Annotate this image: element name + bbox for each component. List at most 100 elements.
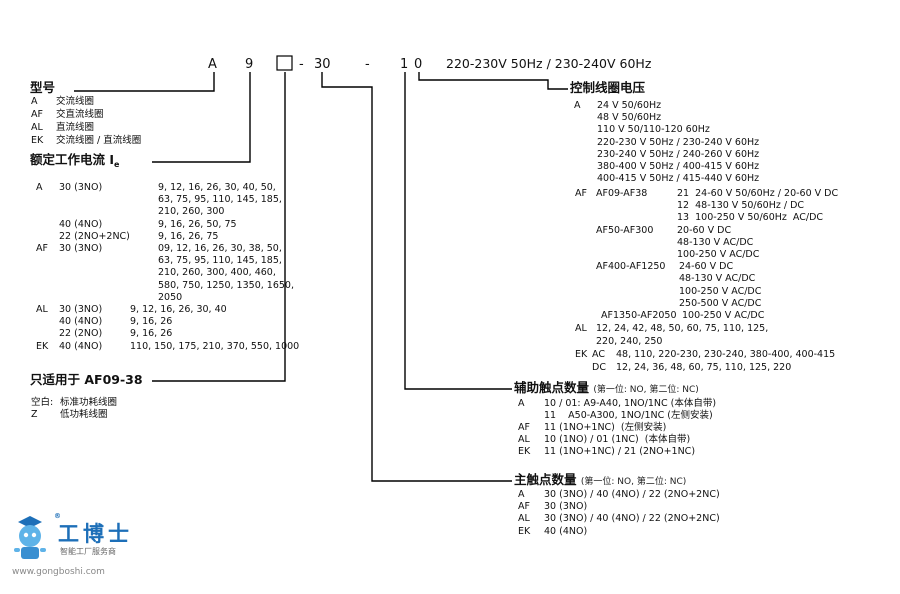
aux-value: 10 / 01: A9-A40, 1NO/1NC (本体自带) [544,398,717,409]
coil-voltage: 48 V 50/60Hz [597,112,662,124]
coil-title: 控制线圈电压 [570,80,646,95]
coil-af-item: 250-500 V AC/DC [679,297,762,309]
model-desc: 交直流线圈 [56,109,104,120]
connector-af0938 [152,72,286,382]
rated-values: 63, 75, 95, 110, 145, 185, [158,255,282,267]
aux-type: AL [518,434,530,445]
rated-poles: 22 (2NO+2NC) [59,230,130,242]
aux-value: 10 (1NO) / 01 (1NC) (本体自带) [544,434,691,445]
connector-rated [152,72,251,163]
logo-reg: ® [54,512,61,520]
coil-al-values: 220, 240, 250 [596,335,663,347]
coil-af-item: 100-250 V AC/DC [682,310,765,321]
rated-values: 9, 16, 26, 75 [158,230,219,242]
rated-poles: 40 (4NO) [59,316,103,328]
rated-values: 9, 12, 16, 26, 30, 40 [130,304,227,315]
model-desc: 交流线圈 [56,96,95,107]
coil-ek-kind: DC [592,361,606,373]
coil-af-item: 100-250 V AC/DC [679,285,762,297]
model-code: EK [31,135,44,146]
coil-af-item: 48-130 V AC/DC [677,236,754,248]
logo-url: www.gongboshi.com [12,567,105,577]
af0938-desc: 标准功耗线圈 [60,397,118,408]
rated-values: 210, 260, 300 [158,206,225,218]
rated-type: EK [36,340,49,352]
main-type: AF [518,501,530,513]
rated-poles: 40 (4NO) [59,218,103,230]
main-value: 30 (3NO) [544,501,588,513]
aux-value: 11 (1NO+1NC) (左侧安装) [544,422,667,433]
coil-voltage: 24 V 50/60Hz [597,100,662,111]
coil-al-type: AL [575,323,587,334]
main-value: 30 (3NO) / 40 (4NO) / 22 (2NO+2NC) [544,489,720,500]
rated-values: 110, 150, 175, 210, 370, 550, 1000 [130,340,300,352]
coil-af-type: AF [575,188,587,199]
coil-ek-kind: AC [592,349,605,360]
coil-voltage: 380-400 V 50Hz / 400-415 V 60Hz [597,161,760,172]
rated-values: 9, 16, 26 [130,328,173,340]
main-value: 40 (4NO) [544,525,588,537]
aux-type: AF [518,422,530,433]
coil-ek-values: 12, 24, 36, 48, 60, 75, 110, 125, 220 [616,361,792,373]
coil-af-item: 48-130 V AC/DC [679,273,756,285]
af0938-desc: 低功耗线圈 [60,409,108,420]
code-voltage: 220-230V 50Hz / 230-240V 60Hz [446,56,652,71]
logo: 工博士 ® 智能工厂服务商 www.gongboshi.com [8,510,148,588]
rated-values: 09, 12, 16, 26, 30, 38, 50, [158,243,282,254]
model-code: A [31,96,38,107]
rated-poles: 40 (4NO) [59,340,103,352]
logo-tagline: 智能工厂服务商 [60,547,116,556]
model-title: 型号 [30,80,56,95]
code-box [276,55,293,71]
coil-af-group: AF09-AF38 [596,188,648,199]
rated-poles: 30 (3NO) [59,182,103,193]
coil-voltage: 400-415 V 50Hz / 415-440 V 60Hz [597,173,760,185]
coil-type: A [574,100,581,111]
rated-title: 额定工作电流 Ie [30,152,120,169]
rated-poles: 30 (3NO) [59,243,103,254]
connector-main [321,72,512,482]
connector-coil [418,72,568,90]
coil-af-item: 13 100-250 V 50/60Hz AC/DC [677,212,824,224]
rated-values: 9, 16, 26 [130,316,173,328]
code-dash-2: - [365,57,370,72]
connector-model [74,72,215,92]
aux-value: 11 (1NO+1NC) / 21 (2NO+1NC) [544,446,696,457]
coil-af-group: AF400-AF1250 [596,261,666,273]
robot-mascot-icon [14,516,46,559]
af0938-code: 空白: [31,397,54,408]
code-30: 30 [314,57,331,72]
main-type: A [518,489,525,500]
af0938-title: 只适用于 AF09-38 [30,372,143,387]
coil-af-group: AF50-AF300 [596,224,654,236]
rated-poles: 30 (3NO) [59,304,103,315]
rated-poles: 22 (2NO) [59,328,103,340]
aux-value: 11 A50-A300, 1NO/1NC (左侧安装) [544,410,713,421]
rated-type: AF [36,243,48,254]
model-desc: 直流线圈 [56,122,95,133]
coil-al-values: 12, 24, 42, 48, 50, 60, 75, 110, 125, [596,323,769,334]
rated-type: A [36,182,43,193]
coil-af-item: 24-60 V DC [679,261,734,273]
coil-af-item: 20-60 V DC [677,224,732,236]
logo-name: 工博士 [58,522,133,546]
code-dash-1: - [299,57,304,72]
coil-af-item: 100-250 V AC/DC [677,249,760,260]
rated-type: AL [36,304,48,315]
main-type: AL [518,513,530,525]
main-type: EK [518,525,531,537]
main-title: 主触点数量 (第一位: NO, 第二位: NC) [514,472,687,487]
model-code: AL [31,122,43,133]
code-0: 0 [414,57,423,72]
rated-values: 9, 12, 16, 26, 30, 40, 50, [158,182,276,193]
aux-hint: (第一位: NO, 第二位: NC) [593,385,699,395]
code-9: 9 [245,57,254,72]
connector-aux [404,72,512,390]
coil-af-group: AF1350-AF2050 [601,310,677,321]
rated-values: 210, 260, 300, 400, 460, [158,267,276,279]
coil-ek-values: 48, 110, 220-230, 230-240, 380-400, 400-… [616,349,836,360]
coil-voltage: 230-240 V 50Hz / 240-260 V 60Hz [597,148,760,160]
model-code: AF [31,109,43,120]
main-hint: (第一位: NO, 第二位: NC) [580,477,687,487]
